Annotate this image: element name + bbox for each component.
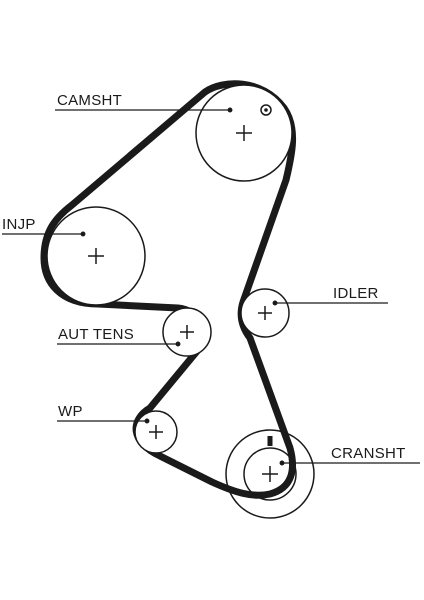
water-pump-pulley <box>134 410 178 454</box>
idler-label: IDLER <box>333 285 379 302</box>
idler-center-mark <box>258 306 272 320</box>
camshaft-timing-mark <box>260 104 272 116</box>
crankshaft-pulley <box>225 429 315 519</box>
water-pump-center-mark <box>149 425 163 439</box>
camshaft-label: CAMSHT <box>57 92 122 109</box>
camshaft-pulley <box>195 84 293 182</box>
auto-tensioner-pulley <box>162 307 212 357</box>
crankshaft-timing-mark <box>267 436 273 446</box>
crankshaft-center-mark <box>262 466 278 482</box>
auto-tensioner-label: AUT TENS <box>58 326 134 343</box>
injection-pump-label: INJP <box>2 216 36 233</box>
idler-pulley <box>240 288 290 338</box>
injection-pump-center-mark <box>88 248 104 264</box>
tensioner-center-mark <box>180 325 194 339</box>
injection-pump-pulley <box>46 206 146 306</box>
crankshaft-label: CRANSHT <box>331 445 406 462</box>
water-pump-label: WP <box>58 403 83 420</box>
timing-belt <box>40 80 297 499</box>
camshaft-center-mark <box>236 125 252 141</box>
